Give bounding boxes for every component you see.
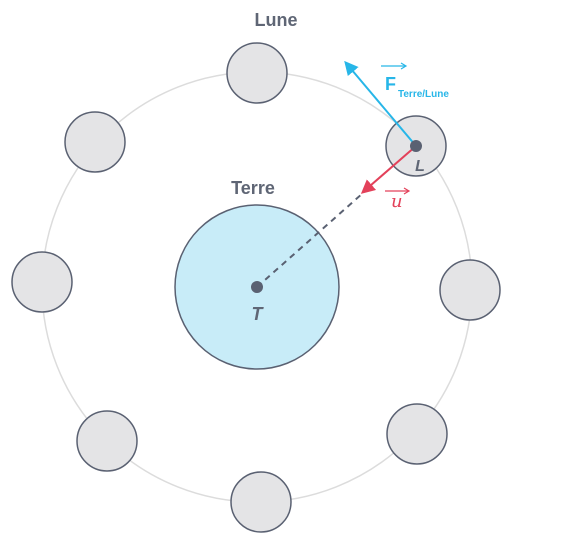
unit-vector-label: u xyxy=(391,191,403,212)
unit-vector-arrow xyxy=(360,145,417,194)
moon-position-bottom xyxy=(230,471,292,533)
earth-moon-line xyxy=(256,192,364,288)
moon-position-left xyxy=(11,251,73,313)
moon-position-top xyxy=(226,42,288,104)
force-vector-arrow xyxy=(344,60,417,147)
moon-position-right xyxy=(439,259,501,321)
moon-title: Lune xyxy=(255,10,298,30)
earth-title: Terre xyxy=(231,178,275,198)
moon-position-top-left xyxy=(64,111,126,173)
force-vector-label: F xyxy=(385,74,396,94)
moon-position-bottom-left xyxy=(76,410,138,472)
earth-point-label: T xyxy=(252,304,265,324)
force-label-arrow-head xyxy=(400,62,408,70)
force-vector-subscript: Terre/Lune xyxy=(398,89,449,100)
moon-center-point xyxy=(410,140,422,152)
moon-position-bottom-right xyxy=(386,403,448,465)
unit-label-arrow-head xyxy=(403,187,411,195)
earth-center-point xyxy=(251,281,263,293)
moon-point-label: L xyxy=(415,158,425,175)
